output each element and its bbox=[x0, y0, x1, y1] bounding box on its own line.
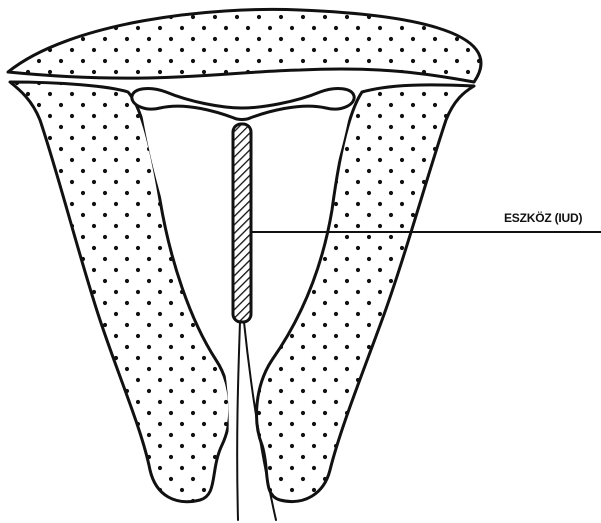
iud-stem bbox=[233, 124, 251, 322]
uterus-fundus bbox=[8, 9, 481, 82]
device-label: ESZKÖZ (IUD) bbox=[504, 210, 582, 225]
